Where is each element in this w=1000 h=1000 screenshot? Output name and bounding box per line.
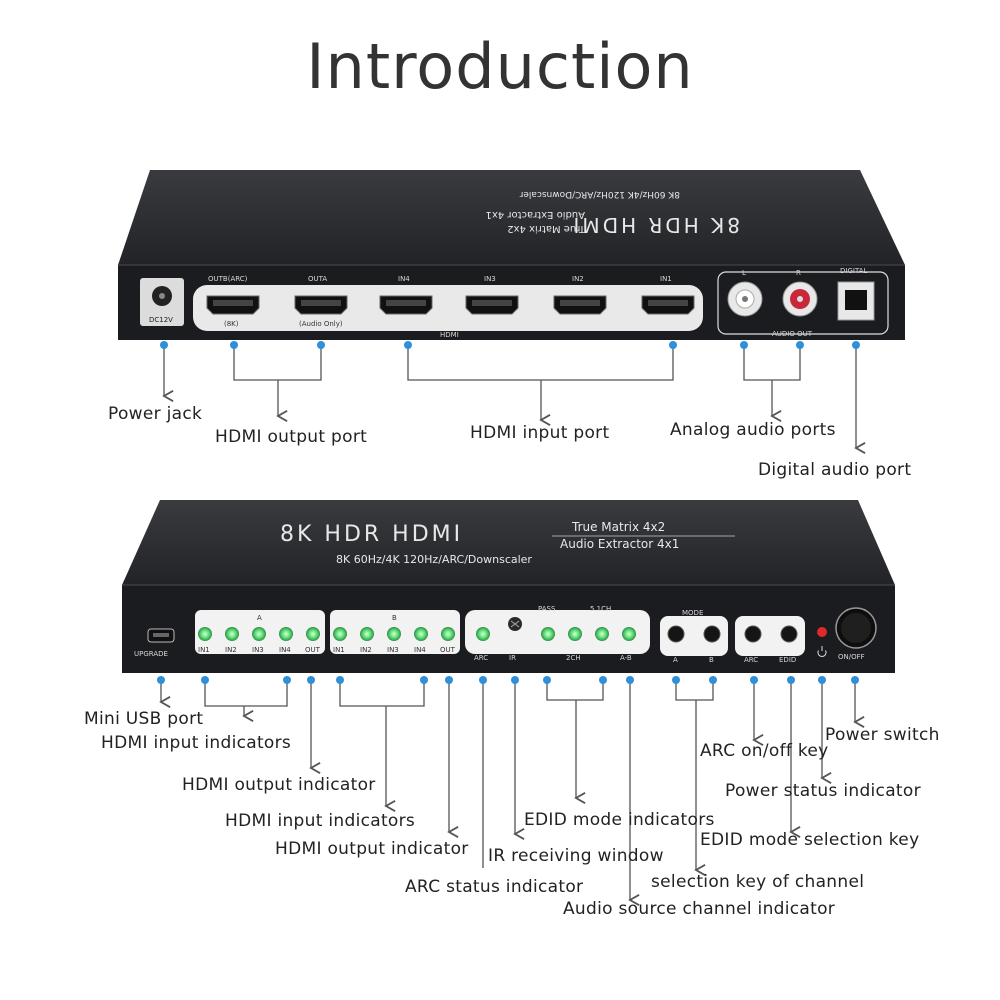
edid-key-button[interactable] (780, 625, 798, 643)
audio-l-label: L (742, 269, 746, 277)
front-panel-device: 8K HDR HDMI True Matrix 4x2 Audio Extrac… (122, 500, 895, 673)
callout-analog-audio-ports: Analog audio ports (670, 420, 836, 440)
audio-r-label: R (796, 269, 801, 277)
ch2-sublabel: 2CH (566, 654, 581, 662)
rear-panel-device: 8K HDR HDMI True Matrix 4x2 Audio Extrac… (118, 170, 905, 340)
ab-sublabel: A-B (620, 654, 632, 662)
callout-hdmi-output-port: HDMI output port (215, 427, 368, 447)
callout-arc-status-indicator: ARC status indicator (405, 877, 584, 897)
callout-power-jack: Power jack (108, 404, 203, 424)
outa-label: OUTA (308, 275, 327, 283)
callout-ir-receiving-window: IR receiving window (488, 846, 664, 866)
callout-mini-usb-port: Mini USB port (84, 709, 204, 729)
front-brand-text: 8K HDR HDMI (280, 522, 463, 547)
power-switch-button[interactable] (835, 607, 877, 649)
b-out-label: OUT (440, 646, 456, 654)
arc-sublabel: ARC (474, 654, 488, 662)
in1-label: IN1 (660, 275, 672, 283)
digital-label: DIGITAL (840, 267, 867, 275)
callout-audio-source-channel-indicator: Audio source channel indicator (563, 899, 836, 919)
rear-leaders (162, 345, 866, 454)
group-a-label: A (257, 614, 262, 622)
callout-selection-key-of-channel: selection key of channel (651, 872, 865, 892)
outb-sub-label: (8K) (224, 320, 239, 328)
callout-hdmi-input-port: HDMI input port (470, 423, 610, 443)
group-a-leds (198, 627, 320, 641)
callout-digital-audio-port: Digital audio port (758, 460, 912, 480)
rear-line2-text: Audio Extractor 4x1 (486, 209, 585, 220)
page-title: Introduction (306, 30, 694, 103)
callout-hdmi-input-indicators-a: HDMI input indicators (101, 733, 292, 753)
arc-key-label: ARC (744, 656, 758, 664)
in4-label: IN4 (398, 275, 410, 283)
group-b-label: B (392, 614, 397, 622)
pass-label: PASS (538, 605, 556, 613)
usb-port-icon (147, 628, 175, 643)
callout-hdmi-input-indicators-b: HDMI input indicators (225, 811, 416, 831)
front-line1-text: True Matrix 4x2 (571, 520, 665, 534)
callout-edid-mode-indicators: EDID mode indicators (524, 810, 715, 830)
rear-brand-text: 8K HDR HDMI (571, 213, 740, 237)
a-in1-label: IN1 (198, 646, 210, 654)
power-icon (817, 646, 827, 657)
edid-audio-leds (541, 627, 636, 641)
arc-key-button[interactable] (744, 625, 762, 643)
rca-left-port (727, 281, 763, 317)
callout-hdmi-output-indicator-a: HDMI output indicator (182, 775, 376, 795)
in2-label: IN2 (572, 275, 584, 283)
rear-line3-text: 8K 60Hz/4K 120Hz/ARC/Downscaler (519, 189, 680, 199)
audio-out-frame (717, 271, 889, 335)
power-status-led (817, 627, 827, 637)
hdmi-block (193, 285, 703, 331)
a-in2-label: IN2 (225, 646, 237, 654)
front-leader-dots (157, 676, 859, 684)
audio-out-label: AUDIO OUT (772, 330, 813, 338)
mode-b-button[interactable] (703, 625, 721, 643)
b-in4-label: IN4 (414, 646, 426, 654)
outb-label: OUTB(ARC) (208, 275, 248, 283)
rear-line1-text: True Matrix 4x2 (507, 223, 586, 234)
front-line2-text: Audio Extractor 4x1 (560, 537, 679, 551)
edid-key-label: EDID (779, 656, 796, 664)
hdmi-ports (206, 295, 695, 315)
callout-power-status-indicator: Power status indicator (725, 781, 921, 801)
b-in2-label: IN2 (360, 646, 372, 654)
in3-label: IN3 (484, 275, 496, 283)
b-in3-label: IN3 (387, 646, 399, 654)
mode-label: MODE (682, 609, 703, 617)
callout-edid-mode-selection-key: EDID mode selection key (700, 830, 920, 850)
rear-leader-dots (160, 341, 860, 349)
b-in1-label: IN1 (333, 646, 345, 654)
upgrade-label: UPGRADE (134, 650, 168, 658)
outa-sub-label: (Audio Only) (299, 320, 343, 328)
callout-power-switch: Power switch (825, 725, 940, 745)
mode-b-sublabel: B (709, 656, 714, 664)
ir-window-icon (508, 617, 522, 631)
group-b-sublabels: IN1 IN2 IN3 IN4 OUT (333, 646, 456, 654)
optical-port (837, 281, 875, 321)
rear-device-top (118, 170, 905, 265)
a-in3-label: IN3 (252, 646, 264, 654)
a-out-label: OUT (305, 646, 321, 654)
group-b-leds (333, 627, 455, 641)
ir-sublabel: IR (509, 654, 516, 662)
callout-arc-on-off-key: ARC on/off key (700, 741, 829, 761)
hdmi-block-label: HDMI (440, 331, 459, 339)
rca-right-port (782, 281, 818, 317)
callout-hdmi-output-indicator-b: HDMI output indicator (275, 839, 469, 859)
front-line3-text: 8K 60Hz/4K 120Hz/ARC/Downscaler (336, 553, 532, 566)
onoff-label: ON/OFF (838, 653, 865, 661)
dc12v-label: DC12V (149, 316, 173, 324)
mode-a-button[interactable] (667, 625, 685, 643)
group-a-sublabels: IN1 IN2 IN3 IN4 OUT (198, 646, 321, 654)
front-leaders (159, 680, 865, 906)
arc-status-led (476, 627, 490, 641)
a-in4-label: IN4 (279, 646, 291, 654)
mode-a-sublabel: A (673, 656, 678, 664)
status-frame (465, 610, 650, 654)
ch51-label: 5.1CH (590, 605, 611, 613)
front-device-top (122, 500, 895, 585)
